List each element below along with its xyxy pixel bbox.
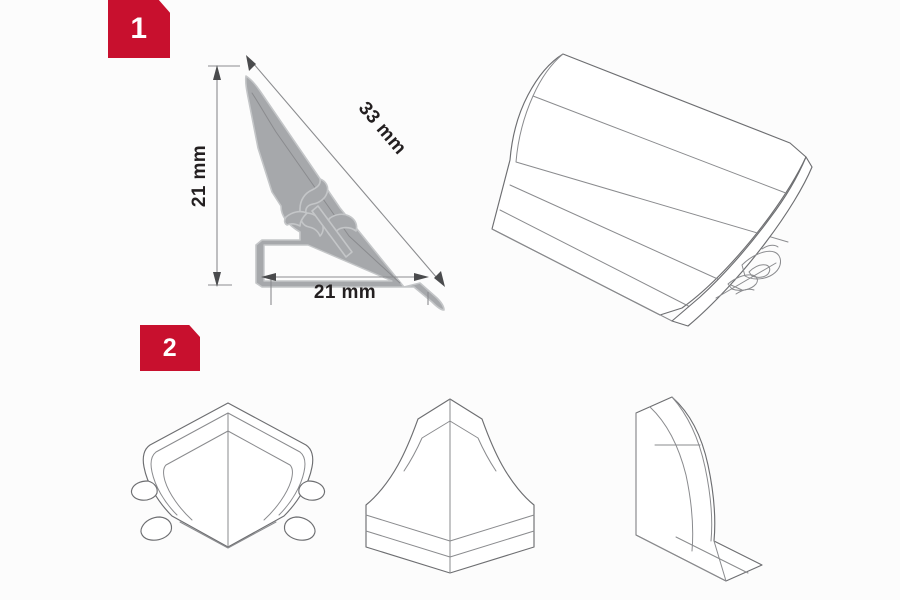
- section-badge-1-label: 1: [130, 12, 148, 45]
- height-dimension-arrow-top: [213, 65, 221, 80]
- width-dimension-arrow-left: [261, 273, 276, 281]
- profile-3d-bottom-edge: [491, 228, 673, 322]
- profile-3d-end-face: [671, 156, 813, 327]
- profile-clip-hook-lower: [283, 210, 308, 227]
- profile-cross-section: [244, 75, 445, 311]
- width-dimension-label: 21 mm: [314, 282, 376, 303]
- diagonal-dimension-arrow-end: [434, 271, 445, 287]
- end-cap-piece: [635, 396, 763, 582]
- profile-blade-crease: [251, 92, 401, 284]
- diagonal-dimension-line: [252, 62, 438, 279]
- width-dimension-arrow-right: [414, 273, 429, 281]
- section-1-figures: 21 mm 33 mm: [0, 40, 900, 330]
- internal-corner-clip-right-lower: [283, 516, 316, 541]
- profile-base-void: [263, 244, 393, 282]
- height-dimension: 21 mm: [189, 65, 240, 287]
- section-badge-2-label: 2: [162, 333, 178, 362]
- height-dimension-label: 21 mm: [189, 145, 210, 207]
- end-cap-body: [635, 396, 763, 582]
- profile-3d-end-clip-detail: [715, 244, 781, 299]
- profile-3d-upper-crease: [515, 95, 789, 243]
- width-dimension: 21 mm: [261, 273, 429, 305]
- badge-background-shape: [108, 0, 170, 58]
- profile-3d-lower-crease-1: [509, 184, 743, 291]
- section-2-figures: [0, 385, 900, 585]
- internal-corner-piece: [130, 402, 326, 549]
- external-corner-piece: [365, 398, 535, 574]
- section-badge-1: 1: [108, 0, 170, 58]
- profile-3d-view: [491, 53, 813, 327]
- internal-corner-clip-right-upper: [298, 480, 326, 501]
- profile-3d-lower-crease-2: [499, 209, 701, 313]
- section-badge-2: 2: [140, 325, 200, 371]
- height-dimension-arrow-bottom: [213, 272, 221, 287]
- internal-corner-clip-left-upper: [130, 480, 158, 501]
- internal-corner-clip-left-lower: [140, 516, 173, 541]
- profile-3d-body: [491, 53, 807, 316]
- profile-internal-strut: [311, 205, 353, 258]
- diagonal-dimension-label: 33 mm: [354, 98, 410, 159]
- diagonal-dimension-arrow-start: [246, 55, 256, 71]
- badge-background-shape: [140, 325, 200, 371]
